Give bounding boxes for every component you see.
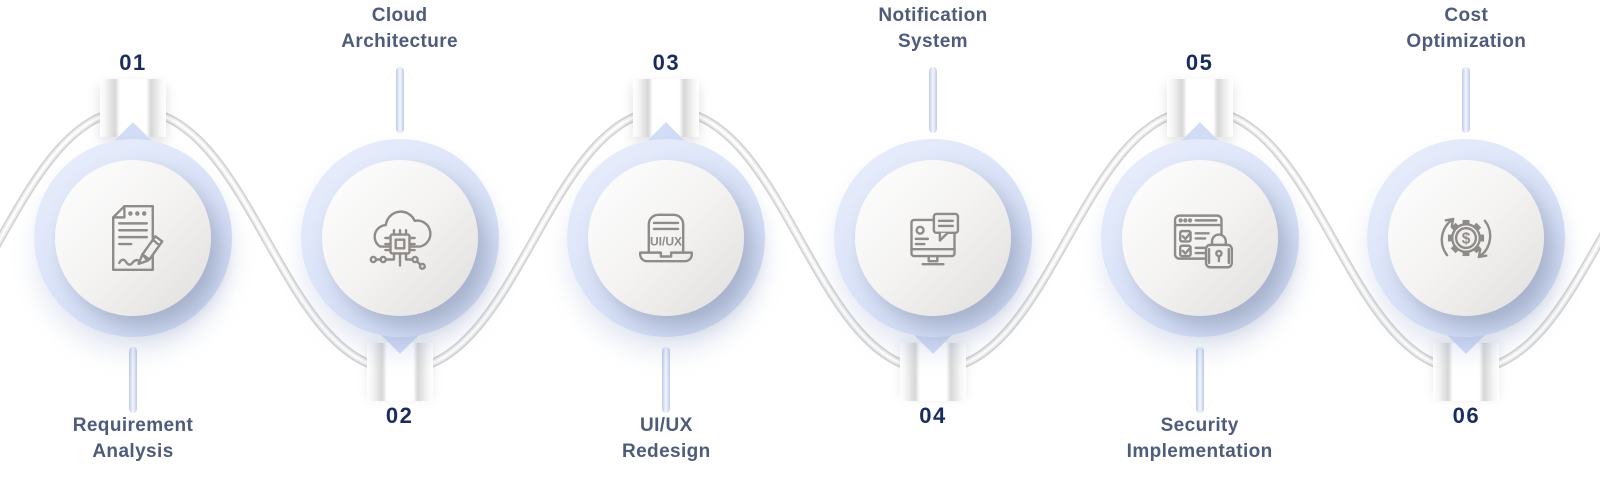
step-circle <box>55 160 211 316</box>
step-label: Security Implementation <box>1075 413 1325 465</box>
step-icon-host: $ <box>1423 195 1509 281</box>
step-balloon <box>833 139 1032 337</box>
step-label-line-1: Requirement <box>72 415 194 436</box>
document-pen-icon <box>112 204 164 272</box>
step-label-line-2: Redesign <box>621 441 711 462</box>
step-label: Notification System <box>808 3 1058 55</box>
step-icon-host: UI/UX <box>623 195 709 281</box>
step-label: Cost Optimization <box>1341 3 1591 55</box>
step-connector-line <box>662 347 671 413</box>
step-balloon: $ <box>1367 139 1566 337</box>
monitor-chat-icon <box>910 212 960 266</box>
gear-dollar-text: $ <box>1462 231 1471 248</box>
step-label-line-2: Implementation <box>1126 441 1273 462</box>
step-balloon <box>1100 139 1299 337</box>
step-01: 01 Requirement Analysis <box>0 0 266 483</box>
step-label-line-1: UI/UX <box>639 415 693 436</box>
step-05: 05 Security <box>1067 0 1333 483</box>
step-02: 02 Cloud Architecture <box>267 0 533 483</box>
step-connector-line <box>1462 67 1471 133</box>
step-number: 06 <box>1452 403 1481 428</box>
step-label-line-2: System <box>897 31 968 52</box>
step-label-line-2: Architecture <box>341 31 459 52</box>
step-label-line-2: Analysis <box>92 441 174 462</box>
step-label: UI/UX Redesign <box>541 413 791 465</box>
step-icon-host <box>357 195 443 281</box>
step-06: 06 $ Cost <box>1333 0 1599 483</box>
step-label-line-1: Cost <box>1444 5 1489 26</box>
step-label: Requirement Analysis <box>8 413 258 465</box>
step-icon-host <box>90 195 176 281</box>
step-connector-line <box>395 67 404 133</box>
gear-dollar-icon: $ <box>1440 217 1492 259</box>
step-connector-line <box>129 347 137 413</box>
step-number: 05 <box>1185 50 1214 75</box>
step-circle <box>321 160 478 316</box>
step-label-line-1: Cloud <box>371 5 428 26</box>
step-label-line-1: Security <box>1160 415 1239 436</box>
step-icon-host <box>890 195 976 281</box>
step-label: Cloud Architecture <box>275 3 525 55</box>
step-number: 01 <box>119 50 147 75</box>
step-number: 03 <box>652 50 681 75</box>
step-circle <box>1121 160 1278 316</box>
laptop-screen-text: UI/UX <box>650 235 682 249</box>
checklist-lock-icon <box>1173 214 1233 269</box>
step-connector-line <box>1195 347 1204 413</box>
step-balloon <box>34 139 232 337</box>
step-number: 02 <box>385 403 414 428</box>
step-label-line-2: Optimization <box>1406 31 1527 52</box>
step-connector-line <box>928 67 937 133</box>
step-icon-host <box>1157 195 1243 281</box>
cloud-chip-icon <box>369 210 432 270</box>
step-circle: $ <box>1388 160 1545 316</box>
step-balloon: UI/UX <box>567 139 766 337</box>
laptop-uiux-icon: UI/UX <box>639 213 694 263</box>
step-04: 04 Notification System <box>800 0 1066 483</box>
step-circle <box>854 160 1011 316</box>
step-label-line-1: Notification <box>878 5 988 26</box>
step-circle: UI/UX <box>588 160 745 316</box>
step-number: 04 <box>919 403 947 428</box>
step-03: 03 UI/UX UI/UX Redesign <box>533 0 799 483</box>
step-balloon <box>300 139 499 337</box>
